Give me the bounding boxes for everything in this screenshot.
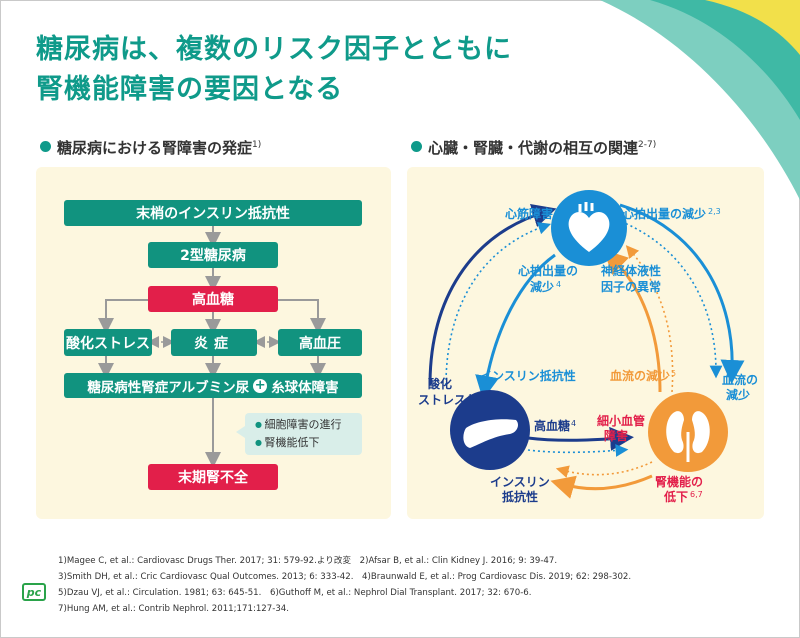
pancreas-icon — [463, 419, 518, 448]
albuminuria-label: 糖尿病性腎症アルブミン尿 — [87, 379, 250, 396]
label-oxidative-1: 酸化 — [428, 376, 452, 391]
label-microvascular-1: 細小血管 — [597, 413, 645, 428]
kidney-icon — [666, 411, 684, 454]
label-blood-flow-decrease-outer-1: 血流の — [722, 372, 758, 387]
label-neurohumoral-2: 因子の異常 — [601, 279, 661, 294]
bullet-icon — [411, 141, 422, 152]
references: 1)Magee C, et al.: Cardiovasc Drugs Ther… — [58, 553, 631, 617]
label-renal-decline-1: 腎機能の — [655, 474, 703, 489]
reference-line: 1)Magee C, et al.: Cardiovasc Drugs Ther… — [58, 556, 558, 566]
note-renal-decline: 腎機能低下 — [255, 434, 362, 452]
glomerular-label: 糸球体障害 — [271, 379, 339, 396]
label-blood-flow-decrease-outer-2: 減少 — [726, 387, 750, 402]
bullet-icon — [40, 141, 51, 152]
left-section-heading: 糖尿病における腎障害の発症1) — [40, 137, 261, 158]
box-hyperglycemia: 高血糖 — [148, 286, 278, 312]
plus-icon: + — [253, 377, 268, 393]
page-title: 糖尿病は、複数のリスク因子とともに 腎機能障害の要因となる — [36, 30, 512, 110]
box-inflammation: 炎症 — [171, 329, 257, 356]
label-insulin-resistance-inner: インスリン抵抗性 — [480, 368, 576, 383]
reference-line: 5)Dzau VJ, et al.: Circulation. 1981; 63… — [58, 588, 532, 598]
box-type2-diabetes: 2型糖尿病 — [148, 242, 278, 268]
label-microvascular-2: 障害 — [604, 428, 628, 443]
right-section-heading: 心臓・腎臓・代謝の相互の関連2-7) — [411, 137, 656, 158]
box-peripheral-insulin-resistance: 末梢のインスリン抵抗性 — [64, 200, 362, 226]
box-hypertension: 高血圧 — [278, 329, 362, 356]
reference-line: 3)Smith DH, et al.: Cric Cardiovasc Qual… — [58, 572, 632, 582]
label-blood-flow-decrease-inner: 血流の減少5 — [610, 368, 676, 383]
company-logo: pc — [22, 583, 46, 601]
label-insulin-resistance-bottom-1: インスリン — [490, 475, 550, 489]
label-oxidative-2: ストレス4 — [418, 393, 472, 407]
box-albuminuria-glomerular: 糖尿病性腎症アルブミン尿 + 糸球体障害 — [64, 373, 362, 398]
pancreas-node — [450, 390, 530, 470]
box-oxidative-stress: 酸化ストレス — [64, 329, 152, 356]
note-box: 細胞障害の進行 腎機能低下 — [245, 413, 362, 455]
box-end-stage-renal-failure: 末期腎不全 — [148, 464, 278, 490]
title-line-2: 腎機能障害の要因となる — [36, 74, 344, 105]
note-cell-damage: 細胞障害の進行 — [255, 416, 362, 434]
label-insulin-resistance-bottom-2: 抵抗性 — [502, 489, 538, 504]
heart-icon — [568, 212, 610, 252]
kidney-node — [648, 392, 728, 472]
label-inner-cardiac-output-1: 心拍出量の — [518, 263, 578, 278]
label-neurohumoral-1: 神経体液性 — [601, 263, 661, 278]
label-cardiomyopathy: 心筋障害 — [505, 206, 553, 221]
title-line-1: 糖尿病は、複数のリスク因子とともに — [36, 34, 512, 65]
heart-node — [551, 190, 627, 266]
reference-line: 7)Hung AM, et al.: Contrib Nephrol. 2011… — [58, 604, 290, 614]
label-hyperglycemia: 高血糖4 — [534, 418, 576, 433]
